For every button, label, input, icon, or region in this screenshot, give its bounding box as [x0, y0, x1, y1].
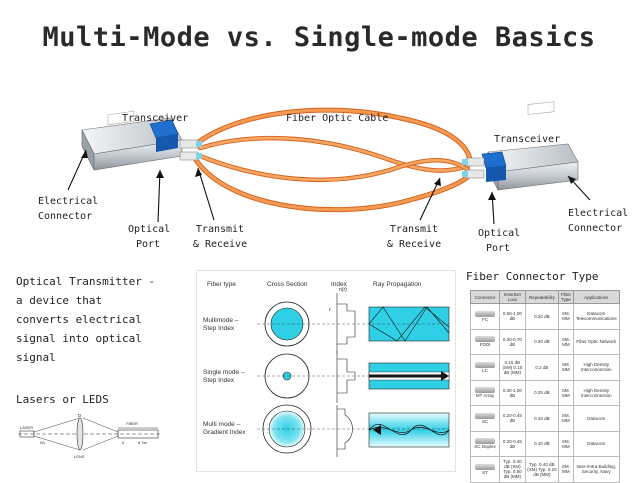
electrical-connector-right-label: Electrical Connector: [568, 208, 629, 234]
row-label-multimode-step: Multimode – Step Index: [203, 317, 239, 332]
cell-rep: 0.25 dB: [524, 379, 560, 406]
connector-mt-array-image: [475, 387, 495, 394]
transceiver-left: [81, 110, 183, 171]
fiber-cable-label: Fiber Optic Cable: [286, 113, 389, 124]
cell-app: Datacom: [572, 405, 620, 432]
transceiver-right: [481, 101, 579, 191]
cell-loss: 0.15 dB (SM) 0.10 dB (MM): [499, 354, 526, 381]
cell-loss: Typ. 0.40 dB (SM) Typ. 0.50 dB (MM): [499, 456, 526, 483]
th-insertion-loss: Insertion Loss: [499, 290, 526, 304]
cell-rep: 0.2 dB: [524, 354, 560, 381]
index-axis-n: n(r): [339, 287, 347, 293]
index-profile-singlemode-step: [336, 351, 356, 403]
cell-loss: 0.20-0.45 dB: [499, 430, 526, 457]
cell-loss: 0.50-1.00 dB: [499, 303, 526, 330]
fiber-cable: [193, 107, 473, 213]
table-row: ST Typ. 0.40 dB (SM) Typ. 0.50 dB (MM) T…: [470, 456, 620, 483]
connector-name: LC: [482, 367, 488, 373]
connector-lc-image: [475, 361, 495, 368]
cell-fiber: SM, MM: [558, 379, 574, 406]
transceiver-right-label: Transceiver: [494, 134, 561, 145]
th-applications: Applications: [572, 290, 620, 304]
th-fiber-type: Fiber Type: [558, 290, 574, 304]
header-cross-section: Cross Section: [267, 281, 308, 288]
cell-rep: 0.10 dB: [524, 430, 560, 457]
header-fiber-type: Fiber type: [207, 281, 236, 288]
fiber-type-graphics: n(r) r: [257, 287, 450, 457]
connector-name: SC Duplex: [474, 444, 496, 450]
page-title: Multi-Mode vs. Single-mode Basics: [42, 22, 596, 53]
cell-fiber: SM, MM: [558, 328, 574, 355]
connector-sc-image: [475, 412, 495, 419]
connector-fc-image: [475, 310, 495, 317]
transceiver-left-label: Transceiver: [122, 113, 189, 124]
laser-lens-diagram: D LASER W₀ LENS FIBER d θ Tar: [18, 413, 160, 459]
cell-app: Inter-/Intra-Building, Security, Navy: [572, 456, 620, 483]
cell-rep: 0.20 dB: [524, 328, 560, 355]
header-index: Index: [331, 281, 347, 288]
ray-multimode-gradient: [368, 412, 450, 448]
cell-loss: 0.20-0.45 dB: [499, 405, 526, 432]
cell-app: Datacom: [572, 430, 620, 457]
lens-label-laser: LASER: [20, 425, 33, 430]
cell-rep: 0.20 dB: [524, 303, 560, 330]
lens-label-fiber: FIBER: [126, 421, 138, 426]
cell-loss: 0.30-1.00 dB: [499, 379, 526, 406]
electrical-connector-left-label: Electrical Connector: [38, 196, 99, 222]
connector-table-title: Fiber Connector Type: [466, 270, 599, 283]
lc-connectors-right: [462, 157, 485, 179]
cell-app: Datacom Telecommunications: [572, 303, 620, 330]
table-row: SC Duplex 0.20-0.45 dB 0.10 dB SM, MM Da…: [470, 430, 620, 457]
cell-fiber: SM, MM: [558, 303, 574, 330]
cell-rep: 0.10 dB: [524, 405, 560, 432]
lc-connectors-left: [179, 139, 202, 161]
connector-table-grid: Connector Insertion Loss Repeatability F…: [470, 290, 620, 483]
transmit-receive-right-label: Transmit & Receive: [386, 224, 442, 250]
fiber-type-panel: Fiber type Cross Section Index Ray Propa…: [196, 270, 456, 472]
table-row: MT Array 0.30-1.00 dB 0.25 dB SM, MM Hig…: [470, 379, 620, 406]
connector-sc-duplex-image: [475, 438, 495, 445]
th-repeatability: Repeatability: [524, 290, 560, 304]
row-label-singlemode-step: Single mode – Step Index: [203, 369, 245, 384]
table-row: FDDI 0.20-0.70 dB 0.20 dB SM, MM Fiber O…: [470, 328, 620, 355]
connector-name: MT Array: [475, 393, 495, 399]
cell-rep: Typ. 0.40 dB (SM) Typ. 0.20 dB (MM): [524, 456, 560, 483]
transmit-receive-left-label: Transmit & Receive: [192, 224, 248, 250]
th-connector: Connector: [470, 290, 500, 304]
lasers-leds-label: Lasers or LEDS: [16, 393, 109, 406]
optical-port-right-label: Optical Port: [478, 228, 521, 254]
fiber-hardware-diagram: [67, 101, 591, 225]
connector-table: Connector Insertion Loss Repeatability F…: [470, 290, 620, 483]
optical-transmitter-description: Optical Transmitter - a device that conv…: [16, 275, 156, 364]
table-row: FC 0.50-1.00 dB 0.20 dB SM, MM Datacom T…: [470, 303, 620, 330]
index-profile-multimode-gradient: [336, 405, 353, 457]
cell-fiber: SM, MM: [558, 354, 574, 381]
connector-name: FDDI: [479, 342, 491, 348]
lens-label-d: D: [78, 413, 82, 418]
index-profile-multimode-step: n(r) r: [329, 287, 356, 353]
cell-fiber: SM, MM: [558, 430, 574, 457]
connector-fddi-image: [475, 336, 495, 343]
index-axis-r: r: [329, 307, 331, 313]
cell-loss: 0.20-0.70 dB: [499, 328, 526, 355]
lens-label-lens: LENS: [74, 454, 85, 459]
connector-name: FC: [482, 316, 488, 322]
table-row: LC 0.15 dB (SM) 0.10 dB (MM) 0.2 dB SM, …: [470, 354, 620, 381]
cell-app: High Density Interconnection: [572, 354, 620, 381]
connector-name: SC: [481, 418, 489, 424]
row-label-multimode-gradient: Multi mode – Gradient Index: [203, 421, 246, 436]
connector-name: ST: [482, 469, 488, 475]
lens-label-theta: θ Tar: [138, 440, 148, 445]
optical-port-left-label: Optical Port: [128, 224, 171, 250]
cell-fiber: SM, MM: [558, 405, 574, 432]
cell-app: Fiber Optic Network: [572, 328, 620, 355]
table-row: SC 0.20-0.45 dB 0.10 dB SM, MM Datacom: [470, 405, 620, 432]
lens-label-w0: W₀: [40, 440, 46, 445]
header-ray-propagation: Ray Propagation: [373, 281, 422, 288]
cell-app: High Density Interconnection: [572, 379, 620, 406]
lens-label-small-d: d: [122, 440, 124, 445]
connector-st-image: [475, 463, 495, 470]
cell-fiber: SM, MM: [558, 456, 574, 483]
